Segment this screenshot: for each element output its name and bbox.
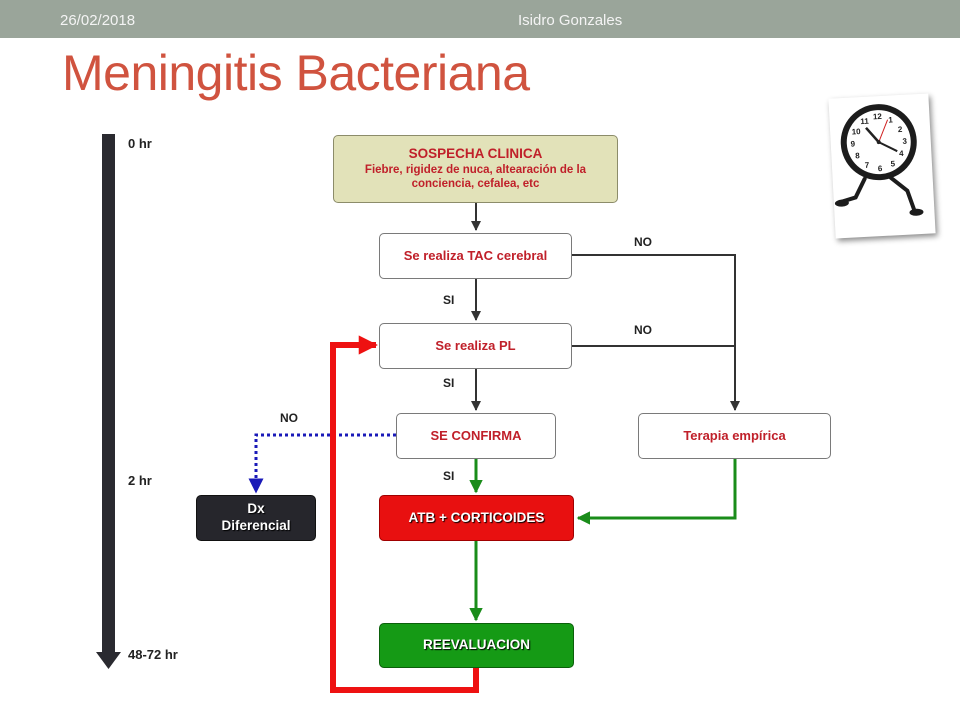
label-si-pl: SI <box>443 376 455 390</box>
timeline-arrow <box>96 134 121 669</box>
running-clock-icon: 12 1 2 3 4 5 6 7 8 9 10 11 <box>828 93 936 239</box>
clock-numeral: 6 <box>878 164 883 173</box>
clock-numeral: 8 <box>855 151 860 160</box>
label-si-tac: SI <box>443 293 455 307</box>
arrow-terapia-to-atb <box>576 459 737 525</box>
timeline-label-start: 0 hr <box>128 136 152 151</box>
page-title: Meningitis Bacteriana <box>62 45 530 101</box>
label-no-pl: NO <box>634 323 652 337</box>
arrow-confirma-no-to-dx <box>248 433 396 494</box>
node-pl: Se realiza PL <box>379 323 572 369</box>
clock-numeral: 11 <box>860 117 869 126</box>
clock-numeral: 5 <box>890 159 895 168</box>
label-si-confirma: SI <box>443 469 455 483</box>
node-dx-diferencial: Dx Diferencial <box>196 495 316 541</box>
clock-numeral: 10 <box>851 127 861 136</box>
clock-numeral: 9 <box>850 139 855 148</box>
sospecha-subtitle: Fiebre, rigidez de nuca, altearación de … <box>364 164 587 191</box>
timeline-label-mid: 2 hr <box>128 473 152 488</box>
label-no-tac: NO <box>634 235 652 249</box>
clock-numeral: 7 <box>864 161 869 170</box>
label-no-confirma: NO <box>280 411 298 425</box>
clock-numeral: 3 <box>902 137 907 146</box>
clock-numeral: 12 <box>873 112 883 121</box>
clock-numeral: 2 <box>898 125 903 134</box>
clock-numeral: 1 <box>888 115 893 124</box>
node-atb-corticoides: ATB + CORTICOIDES <box>379 495 574 541</box>
node-sospecha-clinica: SOSPECHA CLINICA Fiebre, rigidez de nuca… <box>333 135 618 203</box>
node-tac: Se realiza TAC cerebral <box>379 233 572 279</box>
header-bar: 26/02/2018 Isidro Gonzales <box>0 0 960 38</box>
header-date: 26/02/2018 <box>60 12 136 29</box>
node-se-confirma: SE CONFIRMA <box>396 413 556 459</box>
arrow-tac-no-to-terapia <box>572 254 740 411</box>
sospecha-title: SOSPECHA CLINICA <box>408 146 543 162</box>
timeline-label-end: 48-72 hr <box>128 647 178 662</box>
arrow-reeval-loop-to-pl <box>330 335 479 693</box>
header-author: Isidro Gonzales <box>518 12 623 29</box>
clock-numeral: 4 <box>899 149 904 158</box>
node-reevaluacion: REEVALUACION <box>379 623 574 668</box>
node-terapia-empirica: Terapia empírica <box>638 413 831 459</box>
running-clock-drawing: 12 1 2 3 4 5 6 7 8 9 10 11 <box>834 104 924 216</box>
